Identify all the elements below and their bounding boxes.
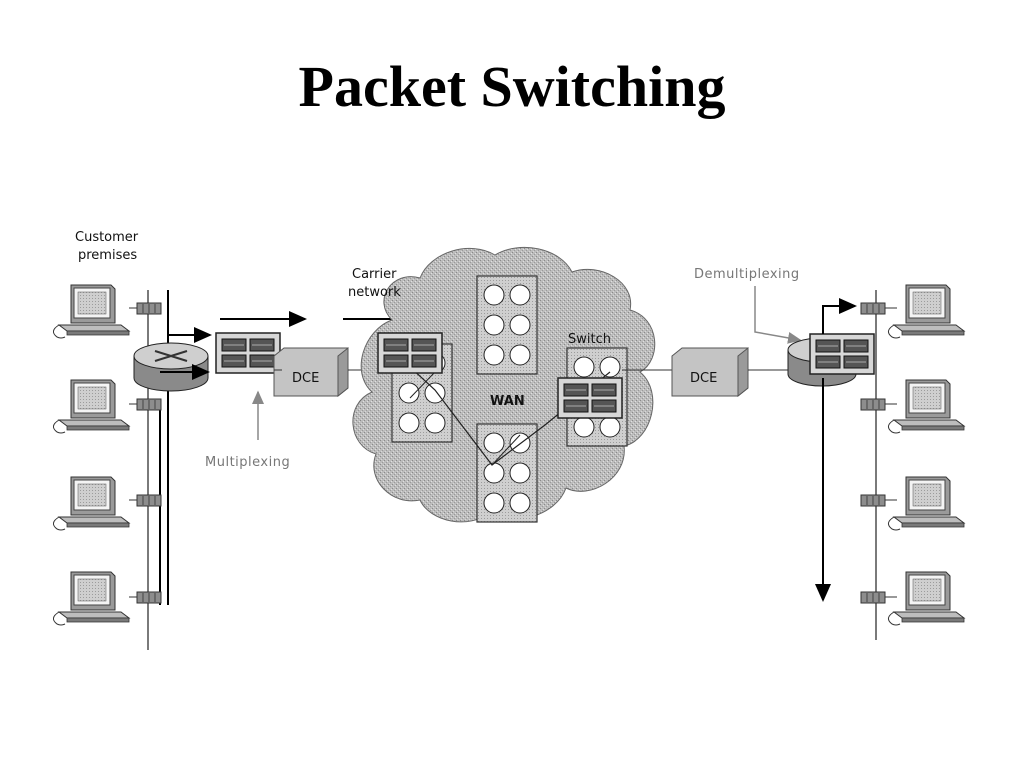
right-computer-3: [887, 476, 965, 531]
right-computer-4: [887, 571, 965, 626]
right-computer-2: [887, 379, 965, 434]
wan-frame-box-switch: [557, 377, 623, 419]
carrier-network-line2: network: [348, 285, 401, 300]
customer-premises-line2: premises: [78, 248, 137, 263]
left-computer-1: [52, 284, 130, 339]
mux-frame-box: [215, 332, 281, 374]
right-nic-3: [860, 494, 886, 507]
left-nic-3: [136, 494, 162, 507]
right-dce: DCE: [671, 346, 749, 398]
demultiplexing-label: Demultiplexing: [694, 267, 800, 282]
carrier-network-line1: Carrier: [352, 267, 397, 282]
wan-cloud: [352, 247, 656, 523]
slide-title: Packet Switching: [298, 54, 726, 119]
switch-label: Switch: [568, 332, 611, 347]
wan-frame-box-entry: [377, 332, 443, 374]
customer-premises-line1: Customer: [75, 230, 139, 245]
left-computer-4: [52, 571, 130, 626]
right-computer-1: [887, 284, 965, 339]
right-nic-2: [860, 398, 886, 411]
left-nic-4: [136, 591, 162, 604]
wan-label: WAN: [490, 394, 525, 409]
left-computer-3: [52, 476, 130, 531]
dce-left-label: DCE: [292, 371, 319, 386]
left-nic-1: [136, 302, 162, 315]
dce-right-label: DCE: [690, 371, 717, 386]
right-nic-1: [860, 302, 886, 315]
demux-frame-box: [809, 333, 875, 375]
right-nic-4: [860, 591, 886, 604]
left-nic-2: [136, 398, 162, 411]
wan-switch-bottom: [476, 423, 538, 523]
left-router: [133, 342, 209, 392]
wan-switch-top: [476, 275, 538, 375]
left-computer-2: [52, 379, 130, 434]
left-dce: DCE: [273, 346, 349, 398]
multiplexing-label: Multiplexing: [205, 455, 290, 470]
